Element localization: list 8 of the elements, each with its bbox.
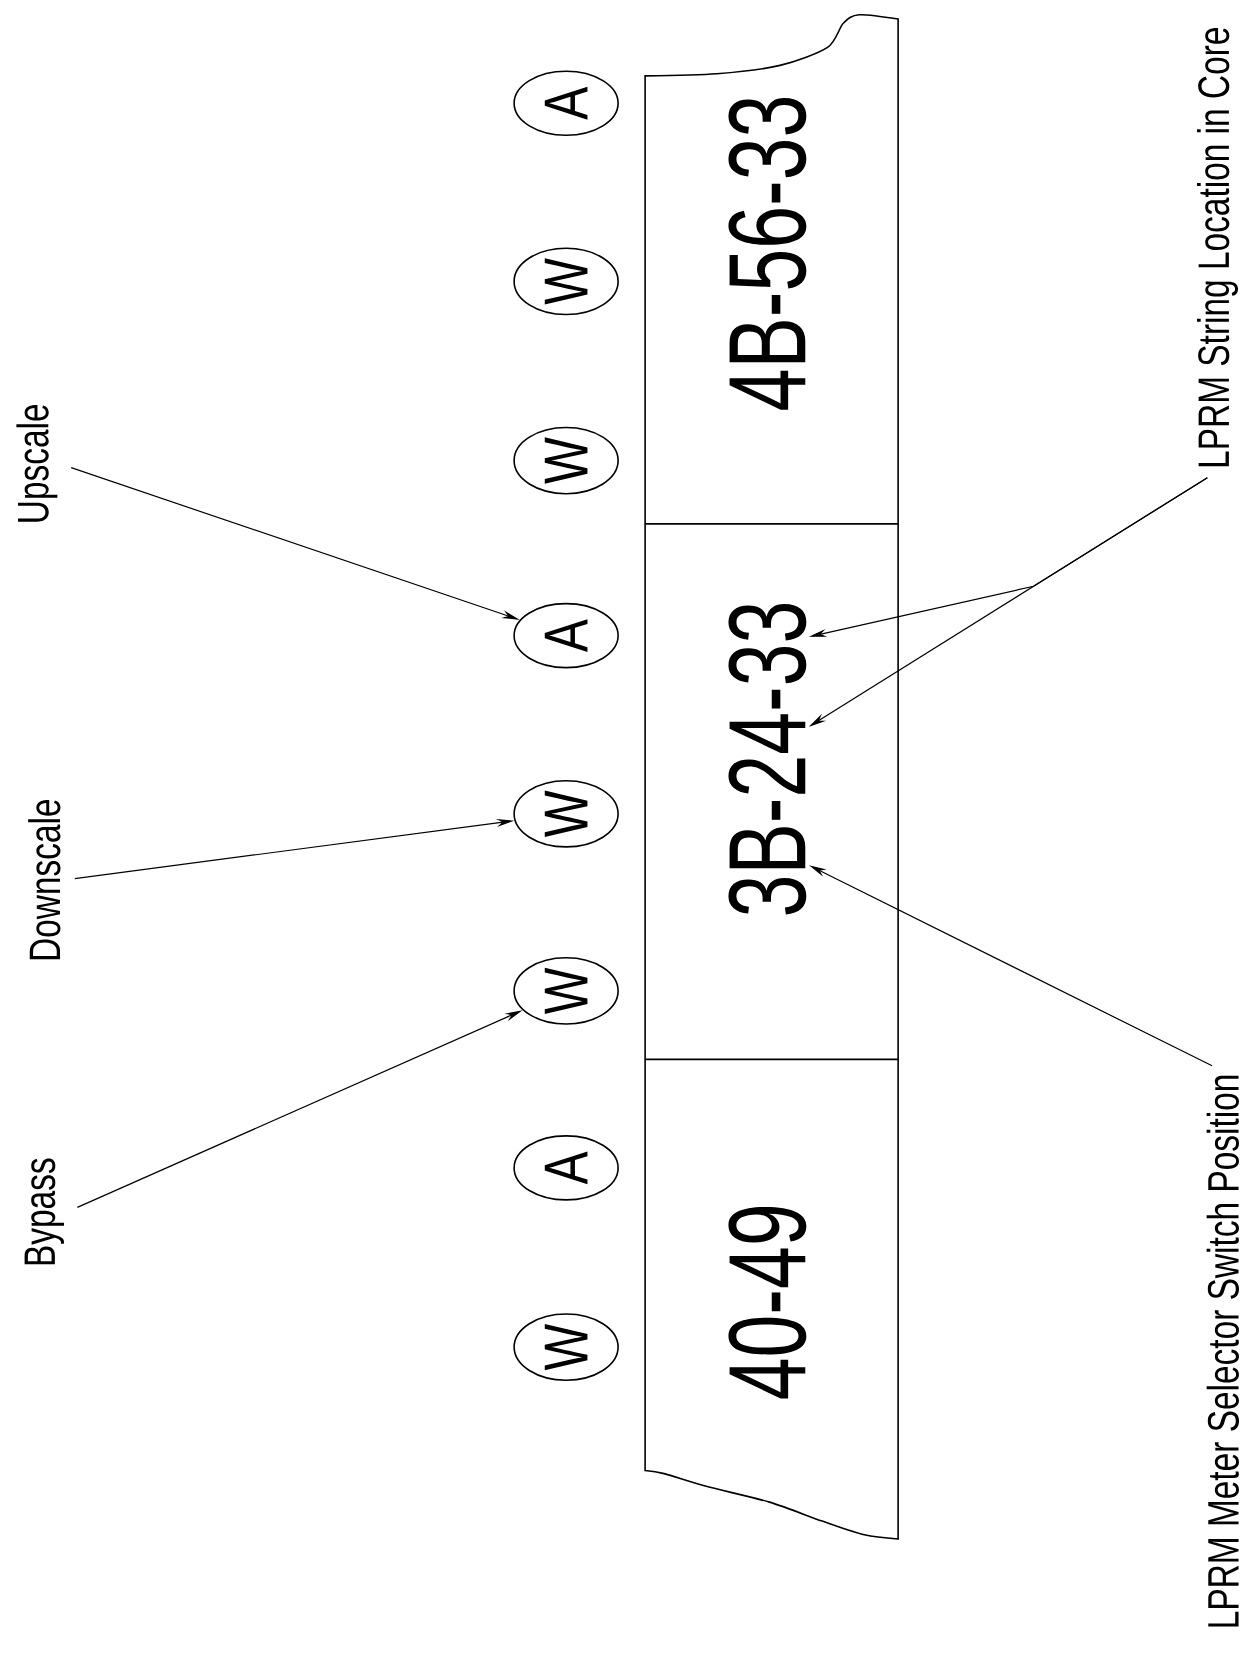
string-location-text: 3B-24-33: [728, 604, 807, 915]
callout-label: LPRM Meter Selector Switch Position: [1206, 1075, 1239, 1627]
string-location-text: 4B-56-33: [728, 98, 807, 410]
callout-label: LPRM String Location in Core: [1197, 28, 1238, 467]
string-location-text: 40-49: [728, 1207, 807, 1399]
callout-label: Bypass: [24, 1158, 64, 1265]
callout-label: Downscale: [28, 799, 61, 960]
callout-label: Upscale: [16, 404, 58, 522]
